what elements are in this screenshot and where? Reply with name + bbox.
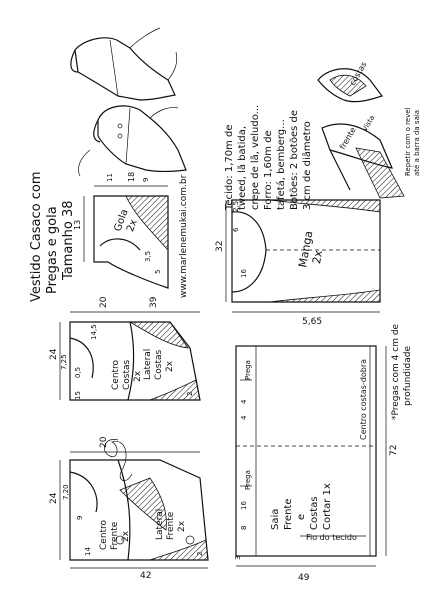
gola-count: 2x [125, 218, 140, 233]
costas-center-3: 2x [133, 370, 143, 382]
costas-lateral-3: 2x [165, 360, 175, 372]
frente-total: 42 [140, 571, 151, 581]
frente-height: 24 [49, 492, 59, 504]
vista-note-1: Repetir com o revel [404, 107, 412, 176]
materials-line-3: crepe de lã, veludo... [250, 105, 261, 210]
svg-text:www.marlenemukai.com.br: www.marlenemukai.com.br [179, 174, 189, 298]
costas-m1: 15 [74, 391, 82, 400]
saia-label-1: Saia [270, 509, 281, 530]
manga-piece: 32 5,65 Manga 2x 2,5 16 6 [215, 199, 381, 327]
signature [104, 439, 133, 481]
vista-piece: costas frente Vista Repetir com o revel … [317, 60, 421, 199]
materials-line-4: Forro: 1,60m de [263, 130, 274, 210]
materials-line-1: Tecido: 1,70m de [224, 124, 235, 211]
saia-label-5: Cortar 1x [322, 483, 333, 530]
saia-prega-1: Prega [244, 360, 252, 380]
saia-prega-2: Prega [244, 470, 252, 490]
saia-label-3: e [296, 514, 307, 520]
gola-height: 13 [73, 220, 82, 230]
frente-m3: 14 [84, 547, 92, 556]
gola-m3: 5 [154, 270, 162, 274]
manga-label: Manga [296, 230, 315, 269]
costas-total: 39 [149, 296, 159, 308]
saia-m2: 16 [240, 501, 248, 510]
website-label: www.marlenemukai.com.br [179, 174, 189, 298]
costas-center-2: Costas [122, 359, 132, 390]
saia-piece: 72 49 Fio do tecido Centro costas-dobra … [234, 345, 399, 583]
costas-m2: 7,25 [60, 354, 68, 370]
saia-width: 49 [298, 573, 310, 583]
costas-center-1: Centro [111, 359, 121, 390]
costas-m4: 14,5 [90, 324, 98, 340]
manga-width: 5,65 [302, 317, 322, 327]
manga-count: 2x [310, 249, 325, 265]
saia-m1: 4 [240, 399, 248, 404]
vista-note-2: até a barra da saia [413, 110, 421, 176]
gola-m2: 9 [142, 178, 150, 182]
vista-frente: frente [338, 126, 358, 151]
title-line-2: Pregas e gola [45, 206, 60, 294]
saia-label-2: Frente [283, 499, 294, 530]
saia-m5: 3 [234, 556, 242, 560]
costas-width: 20 [99, 296, 109, 308]
costas-m3: 0,5 [74, 367, 82, 378]
manga-length: 32 [215, 241, 225, 252]
title-line-1: Vestido Casaco com [29, 172, 44, 302]
gola-m4: 3,5 [144, 251, 152, 262]
frente-piece: 24 20 42 Centro Frente 2x Lateral Frente… [49, 436, 209, 581]
frente-lateral-1: Lateral [155, 509, 165, 540]
costas-lateral-1: Lateral [143, 349, 153, 380]
manga-m2: 2,5 [232, 201, 240, 212]
frente-width: 20 [99, 436, 109, 448]
saia-m3: 8 [240, 526, 248, 530]
frente-lateral-3: 2x [177, 520, 187, 532]
saia-center: Centro costas-dobra [359, 359, 368, 440]
title-block: Vestido Casaco com Pregas e gola Tamanho… [29, 172, 76, 302]
materials-line-6: Botões: 2 botões de [289, 110, 300, 210]
gola-m1: 11 [106, 173, 114, 182]
frente-center-3: 2x [121, 530, 131, 542]
materials-block: Tecido: 1,70m de tweed, lã batida, crepe… [224, 105, 313, 211]
dress-sketch-front [78, 105, 187, 177]
manga-m1: 16 [240, 269, 248, 278]
materials-line-2: tweed, lã batida, [237, 126, 248, 210]
vista-label: Vista [361, 114, 377, 133]
pleat-note: *Pregas com 4 cm de profundidade [391, 323, 413, 420]
saia-length: 72 [389, 445, 399, 456]
materials-line-5: tafetá, bemberg... [275, 119, 287, 210]
pleat-note-2: profundidade [403, 346, 413, 406]
gola-piece: 13 18 Gola 2x 11 9 5 3,5 [73, 172, 169, 289]
frente-m1: 7,20 [62, 484, 70, 500]
dress-sketch-back [70, 27, 178, 101]
costas-lateral-2: Costas [154, 349, 164, 380]
frente-center-1: Centro [99, 519, 109, 550]
frente-lateral-2: Frente [166, 511, 176, 540]
costas-piece: 24 20 39 Centro Costas 2x Lateral Costas… [49, 296, 201, 401]
frente-m2: 9 [76, 516, 84, 520]
manga-m3: 6 [232, 227, 240, 232]
costas-m5: 2 [186, 392, 194, 396]
gola-width: 18 [127, 172, 136, 182]
saia-grain: Fio do tecido [306, 533, 357, 542]
saia-m4: 4 [240, 415, 248, 420]
pleat-note-1: *Pregas com 4 cm de [391, 323, 401, 420]
title-line-3: Tamanho 38 [61, 201, 76, 282]
frente-m4: 2 [196, 552, 204, 556]
frente-center-2: Frente [110, 521, 120, 550]
materials-line-7: 3 cm de diâmetro [301, 121, 313, 210]
saia-label-4: Costas [309, 496, 320, 530]
costas-height: 24 [49, 348, 59, 360]
